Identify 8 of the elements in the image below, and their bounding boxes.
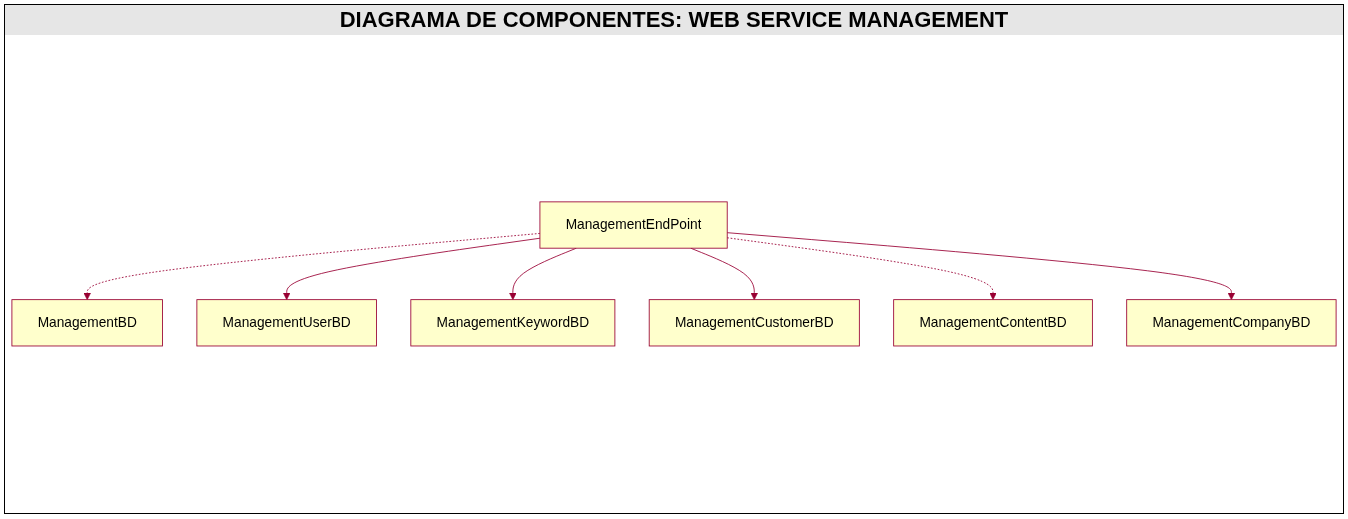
node-box: ManagementUserBD [196, 299, 377, 347]
node-box: ManagementCompanyBD [1126, 299, 1337, 347]
diagram-title: DIAGRAMA DE COMPONENTES: WEB SERVICE MANAGEMENT [5, 5, 1343, 35]
node-box: ManagementEndPoint [539, 201, 728, 249]
node-box: ManagementCustomerBD [648, 299, 860, 347]
node-box: ManagementKeywordBD [410, 299, 616, 347]
node-box: ManagementBD [11, 299, 163, 347]
node-box: ManagementContentBD [893, 299, 1093, 347]
